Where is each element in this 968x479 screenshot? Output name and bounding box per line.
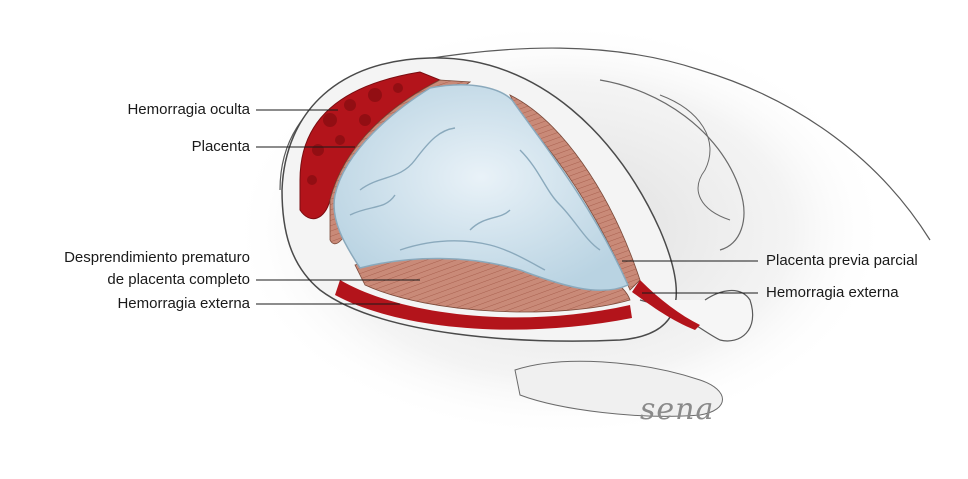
- label-partial-previa: Placenta previa parcial: [766, 252, 918, 270]
- label-hidden-hemorrhage: Hemorragia oculta: [60, 101, 250, 119]
- label-external-hemorrhage-left: Hemorragia externa: [0, 295, 250, 313]
- label-external-hemorrhage-right: Hemorragia externa: [766, 284, 899, 302]
- label-complete-abruption-line2: de placenta completo: [0, 271, 250, 289]
- label-complete-abruption-line1: Desprendimiento prematuro: [0, 249, 250, 267]
- artist-signature: sena: [640, 392, 714, 427]
- label-placenta: Placenta: [60, 138, 250, 156]
